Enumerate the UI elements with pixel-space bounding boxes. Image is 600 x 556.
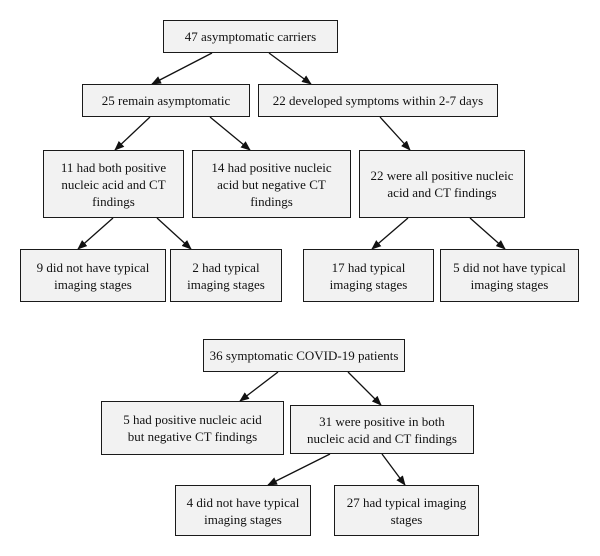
- arrow-n1-to-n3: [268, 52, 312, 85]
- arrow-n2-to-n5: [209, 116, 251, 151]
- flowchart-node-n2: 25 remain asymptomatic: [82, 84, 250, 117]
- node-text-line: imaging stages: [54, 276, 132, 292]
- node-text-line: 22 were all positive nucleic: [370, 168, 514, 183]
- node-text-line: stages: [390, 511, 423, 527]
- node-text-line: 47 asymptomatic carriers: [184, 29, 317, 44]
- node-text-line: 25 remain asymptomatic: [101, 93, 231, 108]
- node-text-line: imaging stages: [470, 276, 549, 292]
- node-text-line: 5 did not have typical: [453, 259, 566, 275]
- arrow-n13-to-n14: [267, 453, 331, 486]
- node-text-line: acid but negative CT: [217, 176, 326, 192]
- node-text-line: 27 had typical imaging: [346, 494, 467, 510]
- arrow-n4-to-n7: [77, 217, 114, 250]
- node-text-line: imaging stages: [329, 276, 408, 292]
- node-text-line: 5 had positive nucleic acid: [123, 412, 262, 427]
- node-text-line: 11 had both positive: [60, 159, 167, 175]
- node-text-line: findings: [250, 193, 293, 209]
- node-text: 22 were all positive nucleic acid and CT …: [371, 167, 514, 201]
- flowchart-node-n6: 22 were all positive nucleic acid and CT …: [359, 150, 525, 218]
- arrow-n2-to-n4: [114, 116, 151, 151]
- arrow-n4-to-n8: [156, 217, 192, 250]
- node-text-line: 31 were positive in both: [319, 413, 445, 429]
- node-text-line: 17 had typical: [331, 259, 406, 275]
- arrow-n11-to-n12: [239, 371, 279, 402]
- arrow-n1-to-n2: [151, 52, 213, 85]
- node-text-line: but negative CT findings: [127, 429, 258, 444]
- node-text-line: findings: [92, 193, 135, 209]
- flowchart-node-n11: 36 symptomatic COVID-19 patients: [203, 339, 405, 372]
- node-text-line: 14 had positive nucleic: [211, 159, 332, 175]
- arrow-n11-to-n13: [347, 371, 382, 406]
- arrow-n3-to-n6: [379, 116, 411, 151]
- flowchart-node-n12: 5 had positive nucleic acid but negative …: [101, 401, 284, 455]
- node-text: 36 symptomatic COVID-19 patients: [210, 347, 399, 364]
- node-text: 25 remain asymptomatic: [102, 92, 231, 109]
- node-text-line: 9 did not have typical: [36, 259, 150, 275]
- node-text-line: 2 had typical: [192, 259, 260, 275]
- flowchart-node-n3: 22 developed symptoms within 2-7 days: [258, 84, 498, 117]
- arrow-n13-to-n15: [381, 453, 406, 486]
- node-text-line: imaging stages: [187, 276, 265, 292]
- arrow-n6-to-n9: [371, 217, 409, 250]
- node-text-line: imaging stages: [204, 511, 282, 527]
- arrow-n6-to-n10: [469, 217, 506, 250]
- node-text-line: nucleic acid and CT: [61, 176, 166, 192]
- node-text-line: 22 developed symptoms within 2-7 days: [272, 93, 484, 108]
- node-text-line: nucleic acid and CT findings: [307, 430, 457, 446]
- node-text-line: acid and CT findings: [387, 185, 497, 200]
- node-text-line: 36 symptomatic COVID-19 patients: [209, 348, 399, 363]
- node-text: 22 developed symptoms within 2-7 days: [273, 92, 484, 109]
- node-text-line: 4 did not have typical: [186, 494, 300, 510]
- node-text: 47 asymptomatic carriers: [185, 28, 316, 45]
- flowchart-node-n1: 47 asymptomatic carriers: [163, 20, 338, 53]
- node-text: 5 had positive nucleic acid but negative …: [123, 411, 262, 445]
